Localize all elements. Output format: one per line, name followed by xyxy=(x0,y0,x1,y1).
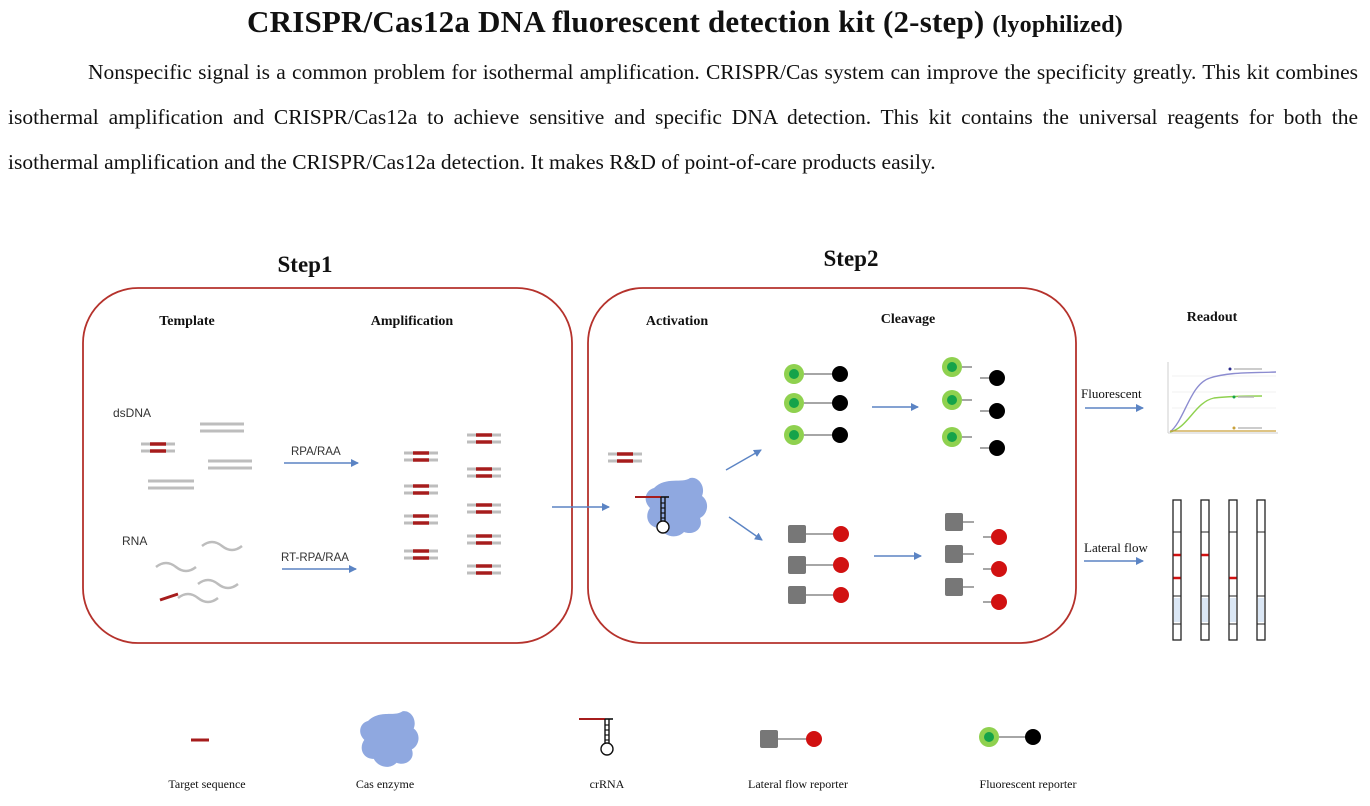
lateral-flow-reporters-intact xyxy=(788,525,849,604)
branch-arrow-fluorescent xyxy=(725,449,762,471)
fluorescent-readout-label: Fluorescent xyxy=(1081,386,1142,401)
lateral-flow-reporters-cleaved xyxy=(945,513,1007,610)
activation-target-fragment xyxy=(606,452,644,463)
activation-label: Activation xyxy=(646,314,708,329)
legend-lf-reporter-label: Lateral flow reporter xyxy=(748,777,848,791)
legend-crrna-icon xyxy=(578,718,614,756)
fluorescence-curve-thumbnail xyxy=(1167,362,1278,434)
page-title: CRISPR/Cas12a DNA fluorescent detection … xyxy=(0,4,1370,40)
cas-crrna-complex xyxy=(634,477,708,537)
step1-frame xyxy=(82,287,573,644)
title-sub: (lyophilized) xyxy=(992,12,1123,38)
rna-target-segment xyxy=(159,592,179,602)
legend-fl-reporter-label: Fluorescent reporter xyxy=(980,777,1077,791)
step2-frame xyxy=(587,287,1077,644)
rtrpa-label: RT-RPA/RAA xyxy=(281,552,349,564)
intro-paragraph: Nonspecific signal is a common problem f… xyxy=(8,60,1358,174)
fluorescent-reporters-intact xyxy=(784,364,848,445)
legend-cas-icon xyxy=(360,711,419,767)
lateral-readout-label: Lateral flow xyxy=(1084,540,1148,555)
rna-strands xyxy=(155,540,243,604)
legend-cas-label: Cas enzyme xyxy=(356,777,414,791)
step1-title: Step1 xyxy=(278,252,333,277)
cleavage-label: Cleavage xyxy=(881,312,935,327)
legend-lf-reporter-icon xyxy=(760,730,822,748)
template-label: Template xyxy=(159,314,214,329)
amplified-products xyxy=(402,433,503,575)
amplification-label: Amplification xyxy=(371,314,454,329)
lateral-flow-strips xyxy=(1172,499,1266,641)
dsdna-label: dsDNA xyxy=(113,406,151,420)
legend-target-label: Target sequence xyxy=(168,777,245,791)
readout-label: Readout xyxy=(1187,310,1238,325)
dsdna-background-strands xyxy=(148,422,252,490)
rpa-label: RPA/RAA xyxy=(291,446,341,458)
title-main: CRISPR/Cas12a DNA fluorescent detection … xyxy=(247,4,985,39)
dsdna-target-fragment xyxy=(139,442,177,453)
rna-label: RNA xyxy=(122,534,147,548)
fluorescent-reporters-cleaved xyxy=(942,357,1005,456)
branch-arrow-lateral xyxy=(728,516,763,541)
legend: Target sequence Cas enzyme crRNA Lateral… xyxy=(168,711,1076,791)
legend-fl-reporter-icon xyxy=(979,727,1041,747)
legend-crrna-label: crRNA xyxy=(590,777,625,791)
step2-title: Step2 xyxy=(824,246,879,271)
